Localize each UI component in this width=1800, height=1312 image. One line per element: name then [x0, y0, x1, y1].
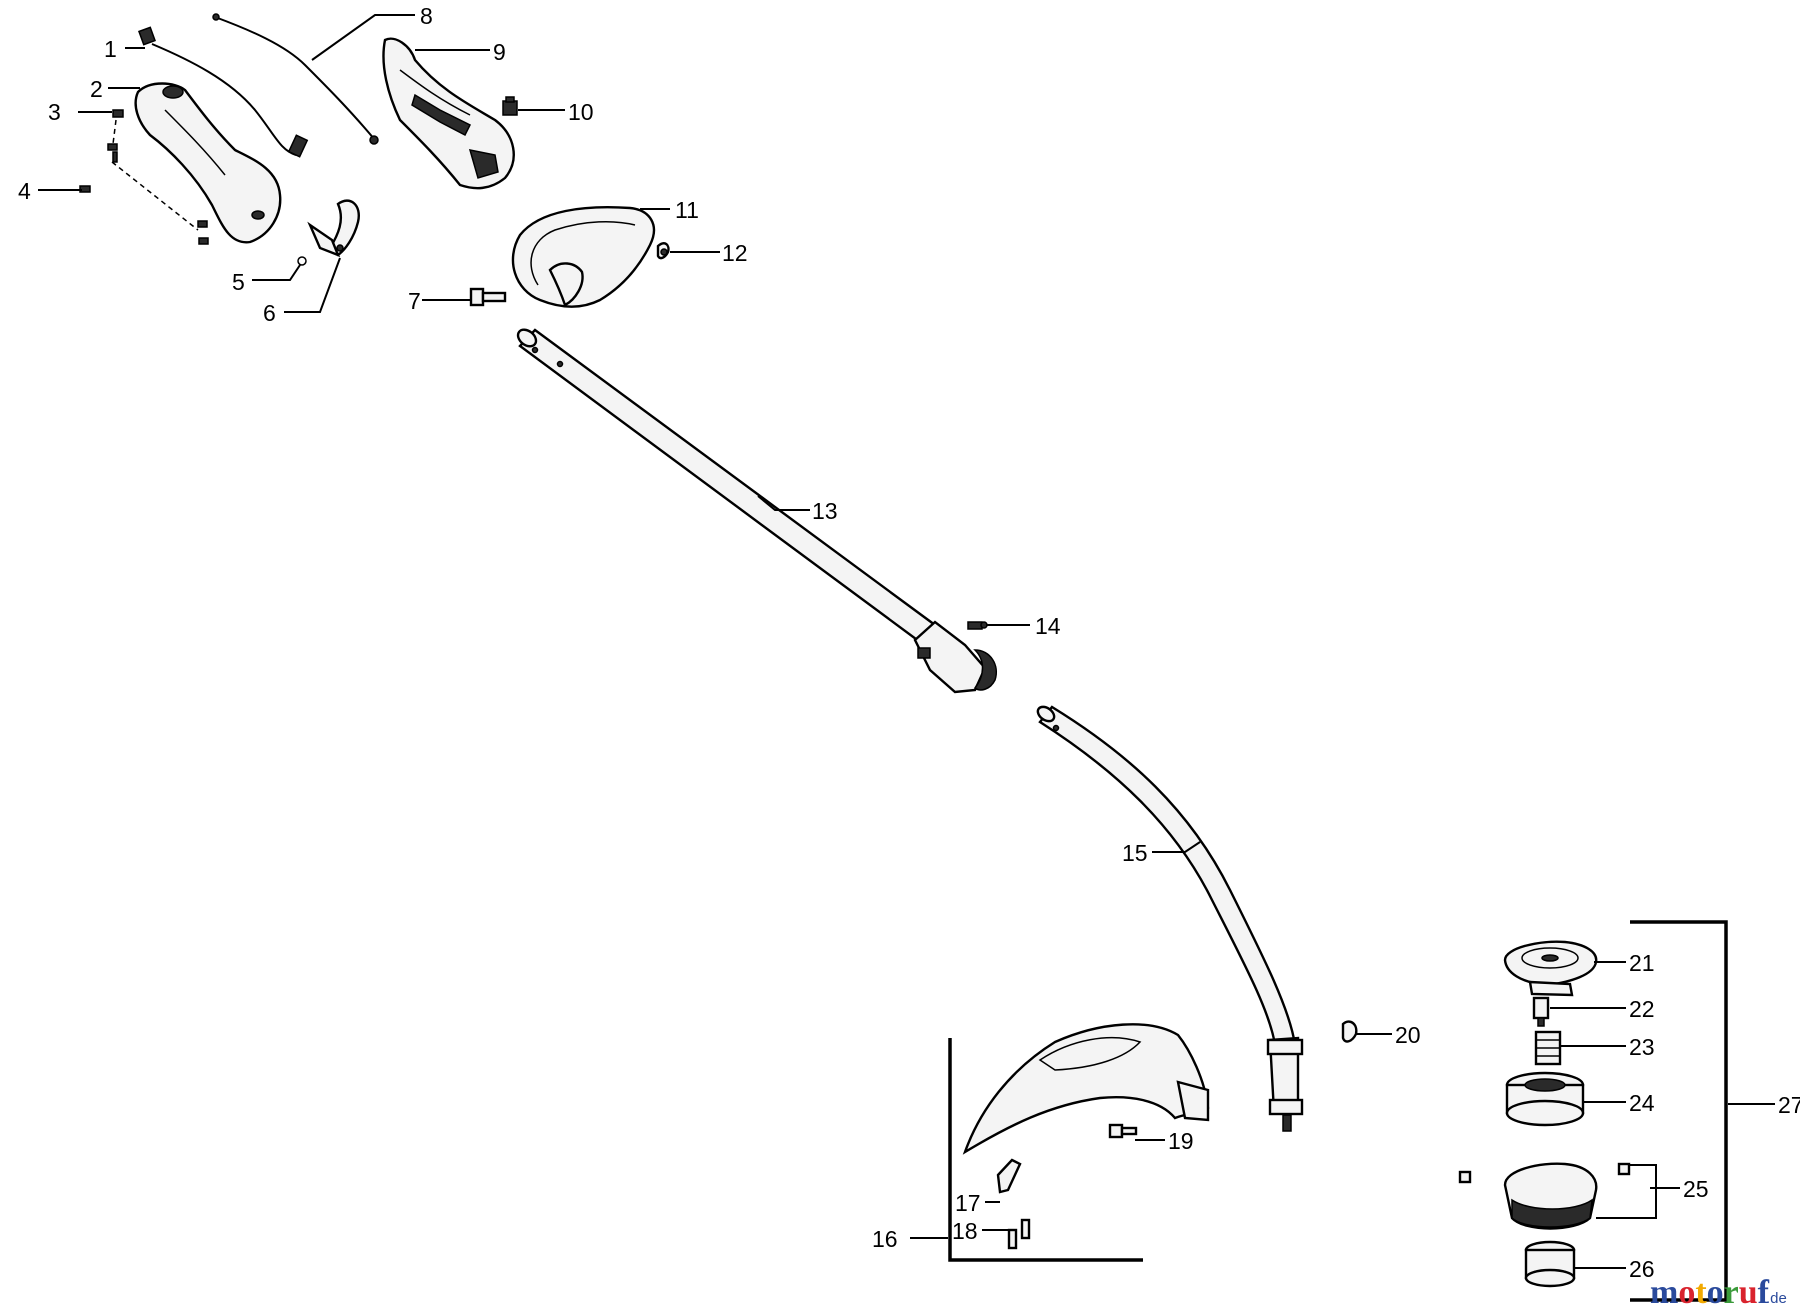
stop-cable: [212, 13, 379, 145]
screws-pair: [107, 119, 209, 245]
callout-23: 23: [1629, 1034, 1655, 1060]
spindle: [1532, 996, 1550, 1027]
callout-26: 26: [1629, 1256, 1655, 1282]
wm-letter: r: [1724, 1274, 1739, 1311]
watermark-logo: motoruf .de: [1650, 1274, 1787, 1311]
callout-5: 5: [232, 269, 245, 295]
wing-nut-12: [656, 242, 670, 260]
wm-letter: m: [1650, 1274, 1678, 1311]
line-cutter: [996, 1158, 1022, 1194]
callout-20: 20: [1395, 1022, 1421, 1048]
callout-2: 2: [90, 76, 103, 102]
loop-handle: [511, 206, 656, 308]
head-housing: [1503, 940, 1598, 997]
switch: [502, 96, 518, 116]
wing-nut-20: [1341, 1020, 1358, 1043]
svg-text:motoruf: motoruf: [1650, 1274, 1770, 1311]
handle-housing: [382, 37, 515, 190]
bolt-7: [469, 287, 507, 307]
lower-shaft: [1036, 705, 1304, 1132]
upper-shaft: [516, 328, 997, 694]
callout-16: 16: [872, 1226, 898, 1252]
callout-labels: 1 2 3 4 5 6 7 8 9 10 11 12 13 14 15 16 1…: [18, 3, 1800, 1282]
bump-knob: [1524, 1240, 1576, 1288]
spring: [1534, 1030, 1562, 1066]
nut-5: [297, 256, 307, 266]
wm-letter: u: [1739, 1274, 1758, 1311]
callout-24: 24: [1629, 1090, 1655, 1116]
callout-25: 25: [1683, 1176, 1709, 1202]
callout-15: 15: [1122, 840, 1148, 866]
callout-22: 22: [1629, 996, 1655, 1022]
callout-1: 1: [104, 36, 117, 62]
callout-27: 27: [1778, 1092, 1800, 1118]
callout-18: 18: [952, 1218, 978, 1244]
spool: [1505, 1071, 1585, 1127]
callout-12: 12: [722, 240, 748, 266]
callout-21: 21: [1629, 950, 1655, 976]
spool-cover: [1458, 1162, 1631, 1230]
throttle-cable: [138, 26, 309, 158]
screw-3: [112, 109, 124, 118]
callout-14: 14: [1035, 613, 1061, 639]
bracket-16: [948, 1038, 1143, 1262]
callout-9: 9: [493, 39, 506, 65]
wm-letter: t: [1695, 1274, 1707, 1311]
wm-letter: f: [1758, 1274, 1770, 1311]
callout-13: 13: [812, 498, 838, 524]
screws-18: [1007, 1218, 1031, 1250]
callout-6: 6: [263, 300, 276, 326]
leader-lines: [38, 14, 1775, 1269]
callout-19: 19: [1168, 1128, 1194, 1154]
callout-11: 11: [675, 197, 699, 223]
wm-letter: o: [1707, 1274, 1724, 1311]
callout-8: 8: [420, 3, 433, 29]
wm-letter: o: [1678, 1274, 1695, 1311]
throttle-trigger: [307, 199, 360, 258]
callout-4: 4: [18, 178, 31, 204]
callout-10: 10: [568, 99, 594, 125]
rear-handle-half: [134, 82, 282, 244]
callout-7: 7: [408, 288, 421, 314]
screw-19: [1108, 1123, 1138, 1139]
bracket-27: [1630, 920, 1728, 1302]
callout-17: 17: [955, 1190, 981, 1216]
callout-3: 3: [48, 99, 61, 125]
screw-14: [967, 621, 988, 630]
guard: [962, 1023, 1210, 1155]
wm-suffix: .de: [1766, 1290, 1787, 1307]
